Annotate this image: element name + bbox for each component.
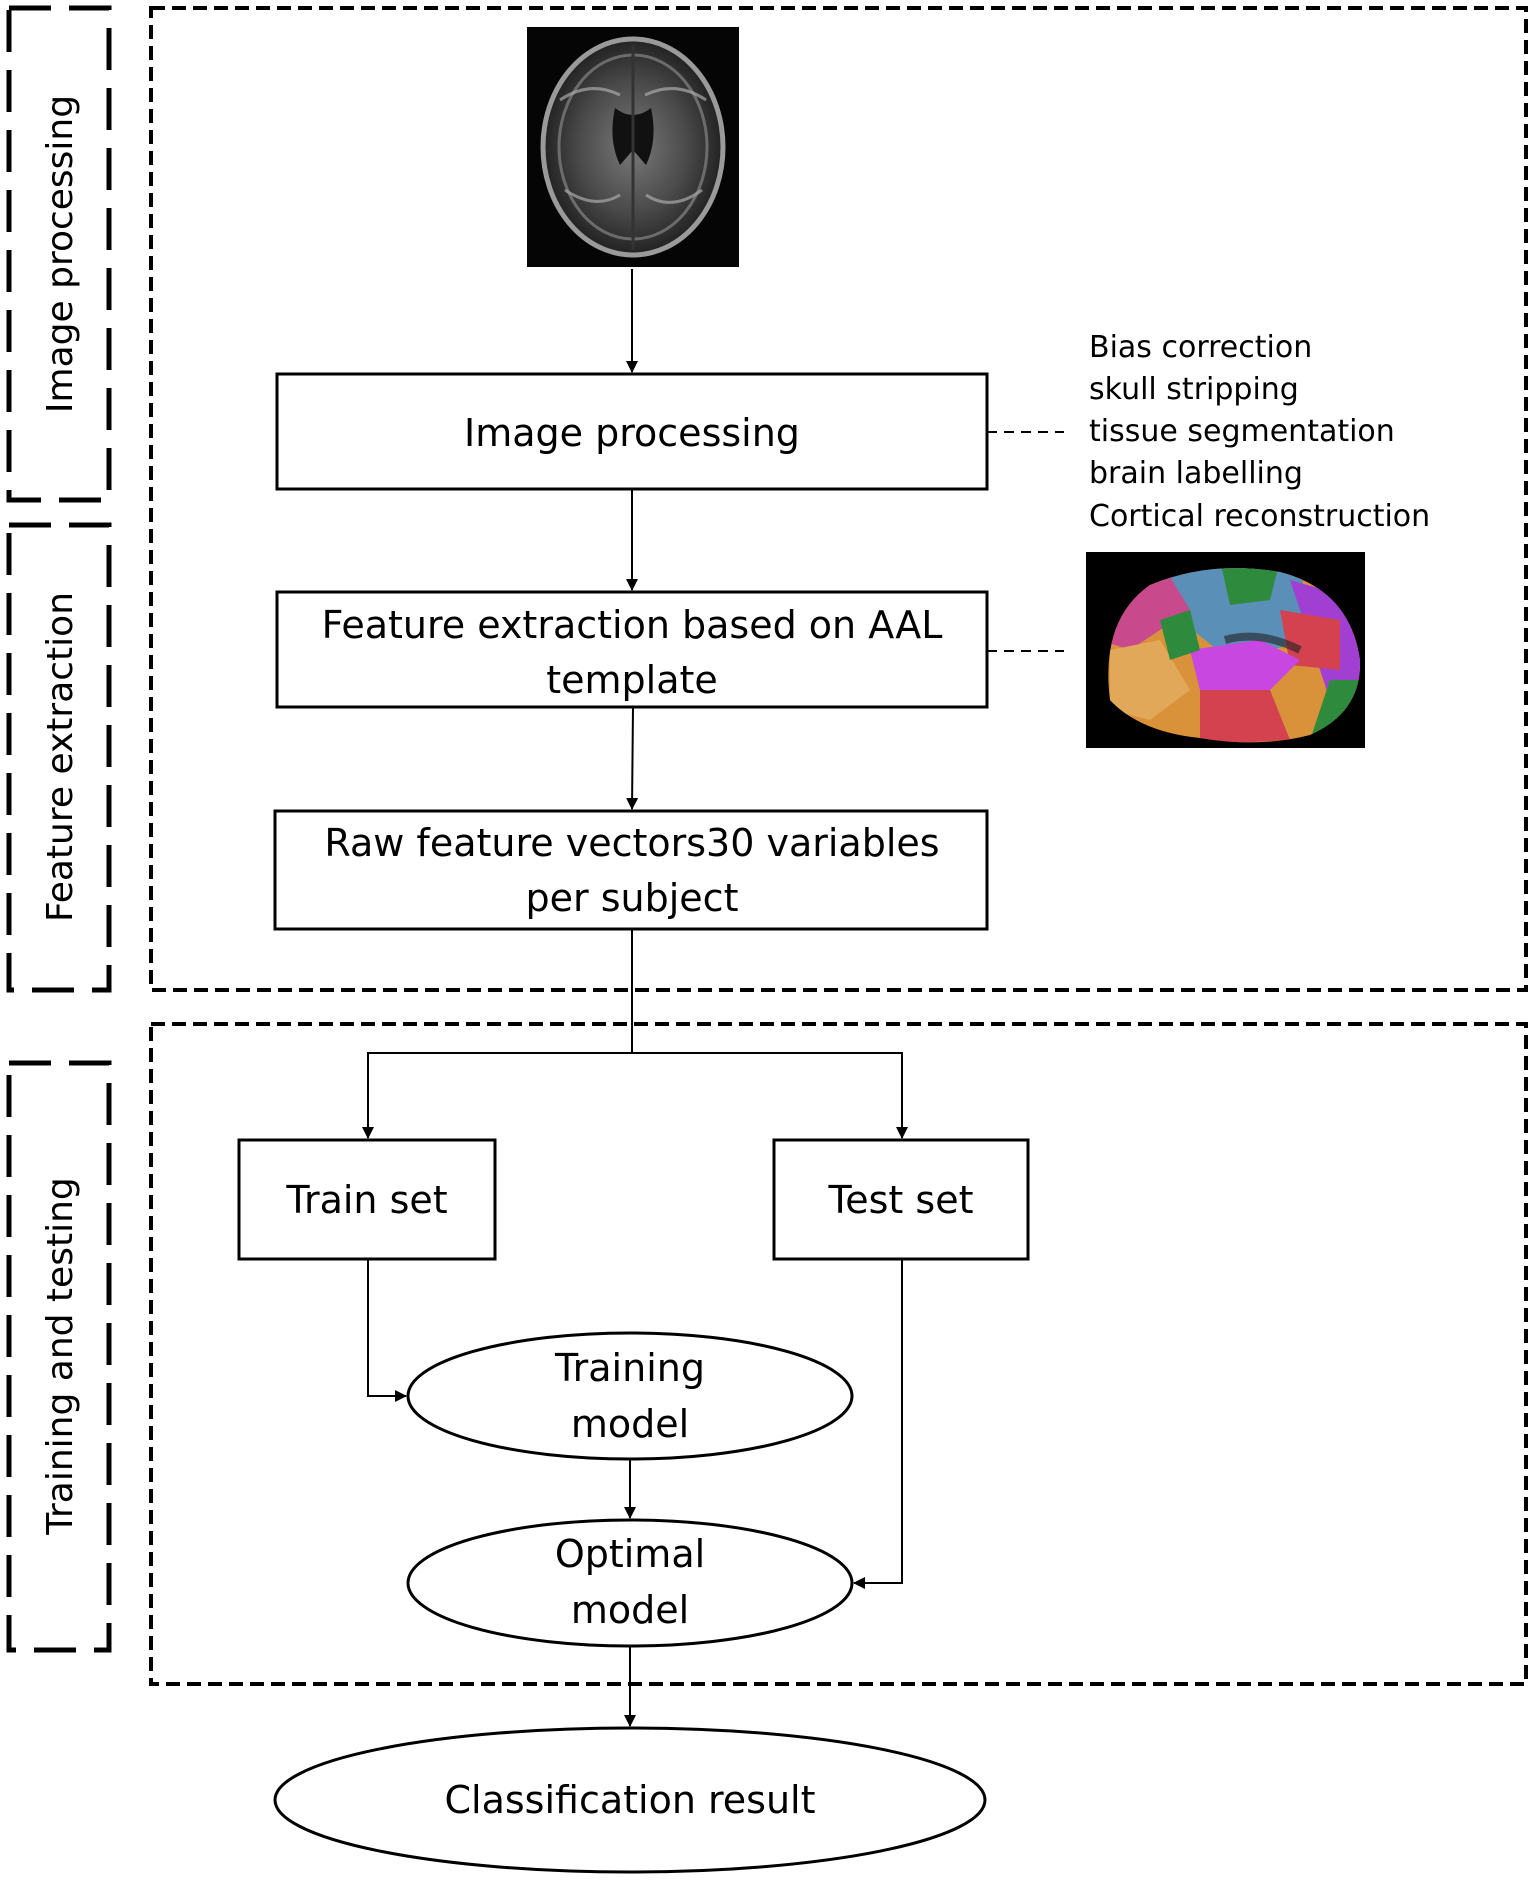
frame-training-testing (149, 1022, 1528, 1686)
stage-label-frames (6, 5, 112, 1653)
brain-mri-image (527, 27, 739, 267)
stage-frame-image-processing (6, 5, 112, 503)
cortical-parcellation-image (1086, 552, 1365, 748)
stage-frame-training-testing (6, 1060, 112, 1653)
processing-steps-list: Bias correction skull stripping tissue s… (1089, 330, 1430, 534)
arrow-train-to-training-model (367, 1259, 407, 1402)
connectors (362, 269, 908, 1727)
processing-step-2: skull stripping (1089, 372, 1299, 407)
image-processing-box (275, 372, 989, 491)
classification-result-label: Classification result (444, 1778, 815, 1822)
stage-label-feature-extraction: Feature extraction (40, 592, 81, 922)
arrow-test-to-optimal (853, 1259, 903, 1589)
arrow-split-to-train (362, 1052, 632, 1139)
raw-features-label-line1: Raw feature vectors30 variables (324, 821, 939, 865)
processing-step-4: brain labelling (1089, 456, 1303, 491)
arrow-extraction-to-raw (626, 706, 639, 810)
processing-step-5: Cortical reconstruction (1089, 499, 1430, 534)
test-set-label: Test set (828, 1178, 974, 1222)
processing-step-3: tissue segmentation (1089, 414, 1395, 449)
arrow-split-to-test (632, 1052, 908, 1139)
raw-features-label-line2: per subject (526, 876, 739, 920)
stage-label-training-testing: Training and testing (40, 1177, 81, 1535)
image-processing-label: Image processing (464, 411, 800, 455)
feature-extraction-box (275, 590, 989, 709)
feature-extraction-label-line1: Feature extraction based on AAL (322, 603, 943, 647)
test-set-box (772, 1138, 1030, 1261)
classification-result-ellipse (273, 1726, 987, 1874)
train-set-label: Train set (285, 1178, 447, 1222)
training-model-label-line1: Training (554, 1346, 705, 1390)
training-model-label-line2: model (571, 1402, 689, 1446)
stage-frame-feature-extraction (6, 522, 112, 993)
stage-label-image-processing: Image processing (40, 95, 81, 413)
train-set-box (237, 1138, 497, 1261)
processing-step-1: Bias correction (1089, 330, 1312, 365)
raw-features-box (273, 809, 989, 931)
frame-processing-extraction (149, 6, 1528, 992)
optimal-model-label-line2: model (571, 1588, 689, 1632)
optimal-model-label-line1: Optimal (555, 1532, 705, 1576)
feature-extraction-label-line2: template (546, 658, 718, 702)
